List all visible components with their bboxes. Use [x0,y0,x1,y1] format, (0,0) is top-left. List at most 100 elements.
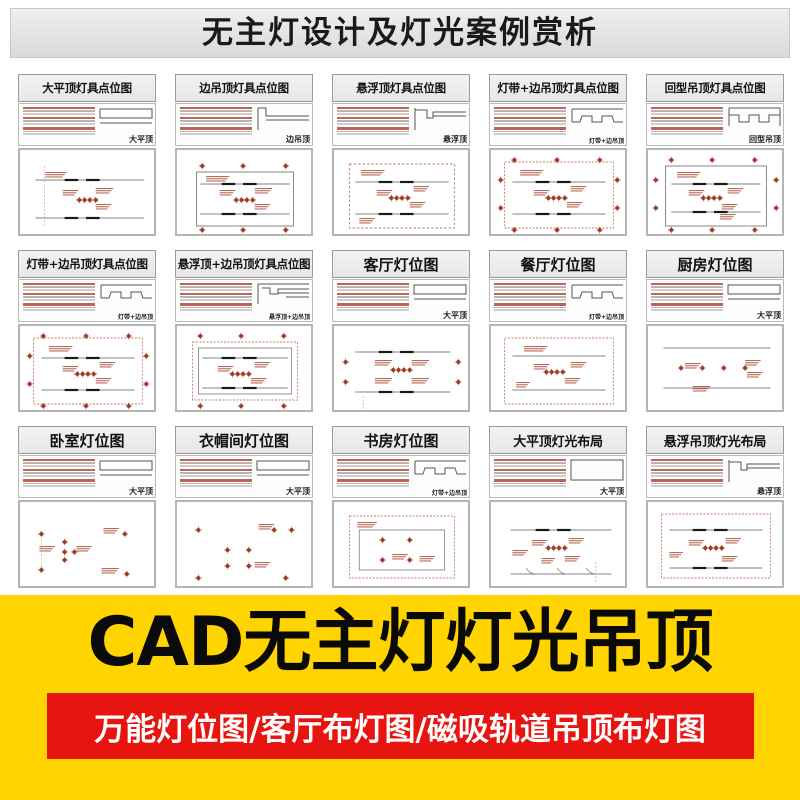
card-title-bar: 卧室灯位图 [18,426,156,454]
thumbnail-card[interactable]: 灯带+边吊顶灯具点位图 [14,248,160,416]
thumbnail-card[interactable]: 大平顶灯具点位图 [14,72,160,240]
note-body-line [337,462,409,464]
ceiling-profile-diagram: 回型吊顶 [725,104,783,145]
floor-plan-drawing [18,324,156,412]
note-group [651,283,723,291]
ceiling-profile-diagram: 悬浮顶 [725,456,783,497]
note-body-line [651,485,723,487]
note-group [23,107,95,115]
note-heading-line [494,303,566,306]
thumbnail-card[interactable]: 悬浮顶+边吊顶灯具点位图 [171,248,317,416]
note-body-line [23,309,95,311]
card-spec-notes [333,104,411,145]
note-body-line [337,485,409,487]
note-heading-line [494,283,566,286]
note-heading-line [23,283,95,286]
card-title-bar: 边吊顶灯具点位图 [175,74,313,102]
ceiling-type-label: 大平顶 [600,486,624,496]
note-body-line [494,112,566,115]
ceiling-type-label: 灯带+边吊顶 [431,490,467,497]
card-title-text: 大平顶灯具点位图 [42,81,132,95]
ceiling-type-label: 大平顶 [286,486,310,496]
note-body-line [180,482,252,485]
thumbnail-card[interactable]: 回型吊顶灯具点位图 [642,72,788,240]
note-body-line [651,464,723,467]
card-title-bar: 衣帽间灯位图 [175,426,313,454]
floor-plan-drawing [175,148,313,236]
card-title-bar: 客厅灯位图 [332,250,470,278]
thumbnail-card[interactable]: 卧室灯位图 大平顶 [14,424,160,592]
note-group [180,127,252,135]
note-body-line [23,482,95,485]
note-body-line [23,475,95,477]
ceiling-profile-diagram: 灯带+边吊顶 [568,280,626,321]
note-group [651,459,723,467]
note-group [337,469,409,477]
note-group [23,303,95,311]
note-body-line [494,123,566,125]
note-body-line [494,296,566,299]
card-title-bar: 餐厅灯位图 [489,250,627,278]
promo-headline: CAD无主灯灯光吊顶 [87,603,714,682]
note-body-line [180,110,252,112]
note-body-line [651,475,723,477]
note-body-line [494,110,566,112]
note-heading-line [651,293,723,296]
note-heading-line [651,117,723,120]
note-heading-line [337,303,409,306]
note-heading-line [180,283,252,286]
note-body-line [651,306,723,309]
ceiling-profile-diagram: 大平顶 [725,280,783,321]
thumbnail-card[interactable]: 书房灯位图 灯带+ [328,424,474,592]
note-body-line [180,299,252,301]
note-heading-line [23,469,95,472]
note-group [23,293,95,301]
note-body-line [651,120,723,123]
note-heading-line [337,459,409,462]
note-group [337,117,409,125]
note-heading-line [180,303,252,306]
note-body-line [494,462,566,464]
card-title-text: 灯带+边吊顶灯具点位图 [497,81,619,95]
note-heading-line [180,479,252,482]
card-spec-notes [19,280,97,321]
thumbnail-card[interactable]: 悬浮吊顶灯光布局 [642,424,788,592]
ceiling-type-label: 大平顶 [443,310,467,320]
note-group [651,117,723,125]
thumbnail-card[interactable]: 悬浮顶灯具点位图 [328,72,474,240]
note-body-line [23,472,95,475]
thumbnail-card[interactable]: 灯带+边吊顶灯具点位图 [485,72,631,240]
note-heading-line [337,117,409,120]
card-info-strip: 悬浮顶 [332,103,470,146]
thumbnail-card[interactable]: 边吊顶灯具点位图 [171,72,317,240]
note-body-line [337,110,409,112]
ceiling-profile-diagram: 大平顶 [411,280,469,321]
card-title-text: 悬浮顶+边吊顶灯具点位图 [177,257,311,271]
note-heading-line [337,127,409,130]
card-title-bar: 悬浮吊顶灯光布局 [646,426,784,454]
note-body-line [651,133,723,135]
note-body-line [23,120,95,123]
note-body-line [494,485,566,487]
card-spec-notes [176,280,254,321]
card-spec-notes [176,456,254,497]
floor-plan-drawing [332,324,470,412]
thumbnail-card[interactable]: 大平顶灯光布局 大 [485,424,631,592]
thumbnail-card[interactable]: 衣帽间灯位图 大平 [171,424,317,592]
note-heading-line [337,479,409,482]
note-group [494,479,566,487]
thumbnail-card[interactable]: 餐厅灯位图 灯带+ [485,248,631,416]
note-group [180,459,252,467]
card-title-text: 卧室灯位图 [49,431,125,450]
ceiling-type-label: 悬浮顶+边吊顶 [268,314,310,321]
thumbnail-grid: 大平顶灯具点位图 [14,72,788,592]
thumbnail-card[interactable]: 客厅灯位图 大平顶 [328,248,474,416]
card-title-bar: 悬浮顶+边吊顶灯具点位图 [175,250,313,278]
card-info-strip: 回型吊顶 [646,103,784,146]
note-group [23,117,95,125]
note-group [180,117,252,125]
note-body-line [337,296,409,299]
note-heading-line [494,293,566,296]
thumbnail-card[interactable]: 厨房灯位图 大平顶 [642,248,788,416]
note-group [23,459,95,467]
